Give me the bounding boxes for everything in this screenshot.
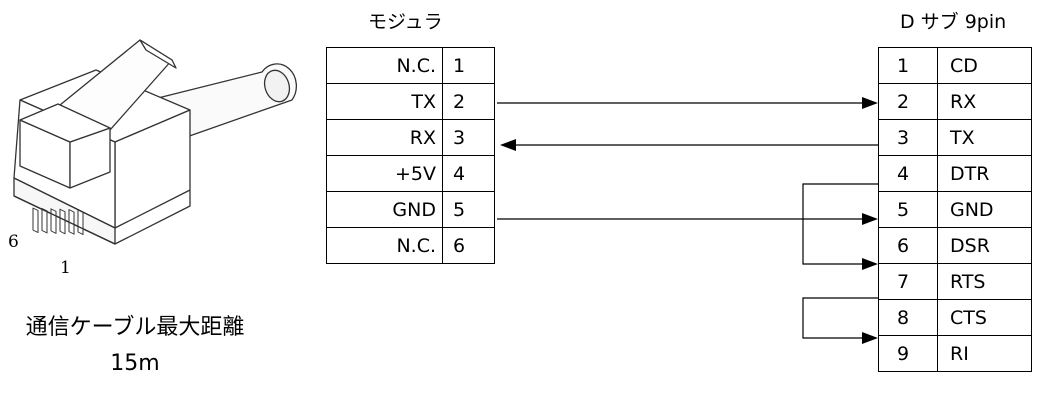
modular-pin: 3 <box>442 119 495 156</box>
modular-pin: 5 <box>442 191 495 228</box>
arrowhead-cts8 <box>862 332 878 344</box>
dsub-pin: 2 <box>878 83 938 120</box>
cable-length-caption-line1: 通信ケーブル最大距離 <box>25 315 245 340</box>
arrowhead-rx2 <box>862 97 878 109</box>
arrowhead-rx3 <box>500 139 516 151</box>
cable-length-caption-line2: 15m <box>110 351 160 376</box>
dsub-signal: CD <box>937 47 1032 84</box>
wire-dtr-dsr-loop <box>802 183 878 265</box>
dsub-row: 3 TX <box>878 119 1032 156</box>
modular-pin: 2 <box>442 83 495 120</box>
modular-signal: N.C. <box>326 47 443 84</box>
modular-pin: 4 <box>442 155 495 192</box>
modular-row: TX 2 <box>326 83 495 120</box>
dsub-pin: 8 <box>878 299 938 336</box>
modular-row: RX 3 <box>326 119 495 156</box>
dsub-row: 6 DSR <box>878 227 1032 264</box>
dsub-pin: 3 <box>878 119 938 156</box>
modular-header: モジュラ <box>368 11 443 33</box>
dsub-row: 9 RI <box>878 335 1032 372</box>
dsub-pin: 9 <box>878 335 938 372</box>
pin-label-6: 6 <box>8 232 19 252</box>
dsub-signal: TX <box>937 119 1032 156</box>
modular-row: +5V 4 <box>326 155 495 192</box>
arrowhead-gnd5 <box>862 213 878 225</box>
pin-label-1: 1 <box>60 258 71 278</box>
dsub-pin-table: 1 CD 2 RX 3 TX 4 DTR 5 GND 6 DSR 7 RTS 8… <box>878 47 1032 372</box>
dsub-signal: CTS <box>937 299 1032 336</box>
dsub-signal: GND <box>937 191 1032 228</box>
modular-pin: 6 <box>442 227 495 264</box>
dsub-header: D サブ 9pin <box>900 11 1007 33</box>
modular-row: N.C. 1 <box>326 47 495 84</box>
dsub-row: 1 CD <box>878 47 1032 84</box>
modular-signal: RX <box>326 119 443 156</box>
modular-signal: +5V <box>326 155 443 192</box>
dsub-signal: DSR <box>937 227 1032 264</box>
modular-signal: TX <box>326 83 443 120</box>
dsub-row: 2 RX <box>878 83 1032 120</box>
arrowhead-dsr6 <box>862 258 878 270</box>
dsub-signal: RX <box>937 83 1032 120</box>
dsub-row: 8 CTS <box>878 299 1032 336</box>
wire-rts-cts-loop <box>802 297 878 339</box>
dsub-row: 5 GND <box>878 191 1032 228</box>
modular-connector-illustration <box>13 39 298 245</box>
dsub-signal: RI <box>937 335 1032 372</box>
modular-row: N.C. 6 <box>326 227 495 264</box>
modular-signal: N.C. <box>326 227 443 264</box>
modular-pin-table: N.C. 1 TX 2 RX 3 +5V 4 GND 5 N.C. 6 <box>326 47 495 264</box>
dsub-pin: 6 <box>878 227 938 264</box>
